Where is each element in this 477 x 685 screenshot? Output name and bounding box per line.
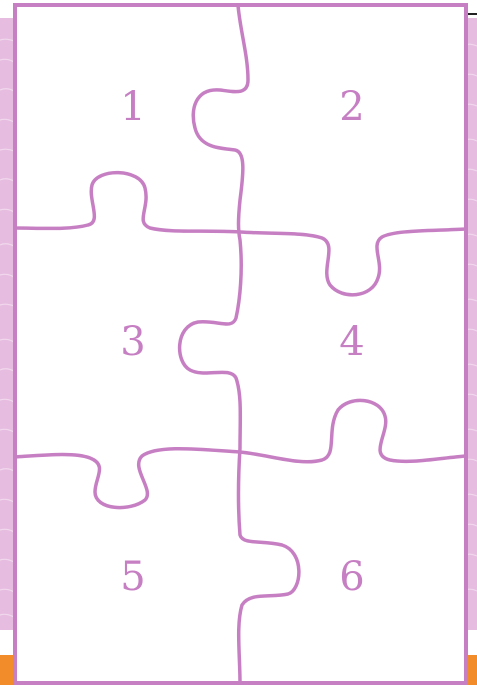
piece-number-6: 6 [339,554,364,600]
piece-number-5: 5 [120,554,145,600]
piece-number-4: 4 [339,319,364,365]
piece-number-1: 1 [120,84,145,130]
puzzle-card-border [15,5,466,683]
piece-number-3: 3 [120,319,145,365]
piece-number-2: 2 [339,84,364,130]
